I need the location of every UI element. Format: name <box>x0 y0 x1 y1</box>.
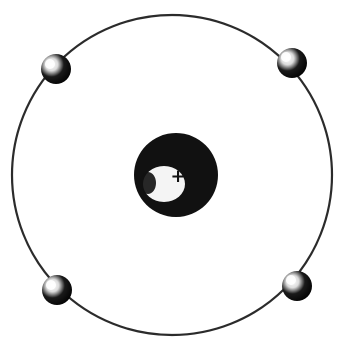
electron-bottom-right <box>282 271 312 301</box>
electron-highlight <box>281 52 291 62</box>
electron-icon <box>277 48 307 78</box>
electron-icon <box>42 275 72 305</box>
electron-highlight <box>45 59 55 69</box>
nucleus-inner-shadow <box>140 172 156 194</box>
electron-bottom-left <box>42 275 72 305</box>
electron-top-left <box>41 54 71 84</box>
electron-highlight <box>46 280 56 290</box>
electron-icon <box>282 271 312 301</box>
electron-icon <box>41 54 71 84</box>
nucleus-symbol: + <box>170 166 185 187</box>
nucleus: + <box>134 133 218 217</box>
electron-top-right <box>277 48 307 78</box>
electron-highlight <box>286 275 296 285</box>
